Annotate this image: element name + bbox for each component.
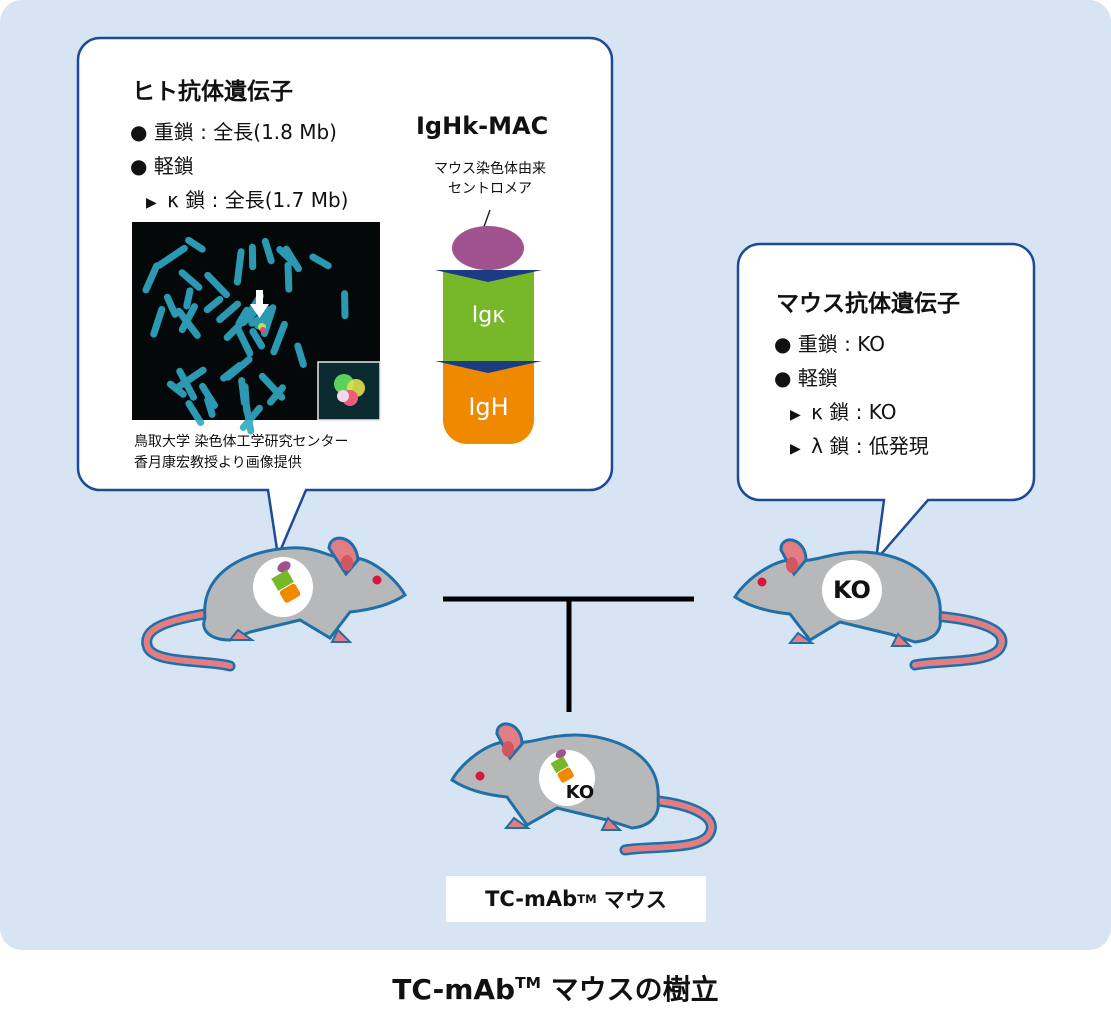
- chromosome-shape: [216, 300, 242, 324]
- chromosome-shape: [258, 372, 286, 401]
- mouse-gene-bubble: [736, 242, 1036, 564]
- chromosome-shape: [248, 243, 257, 271]
- bullet-icon: ●: [130, 154, 148, 178]
- triangle-right-icon: ▶: [790, 441, 801, 457]
- chromosome-shape: [199, 382, 218, 410]
- igh-segment: [443, 364, 534, 444]
- image-credit-line-2: 香月康宏教授より画像提供: [134, 455, 302, 471]
- mouse-light-chain: ● 軽鎖: [774, 366, 838, 390]
- chromosome-shape: [204, 271, 230, 299]
- chromosome-shape: [239, 308, 259, 327]
- ko-badge-right: [822, 560, 882, 620]
- chromosome-shape: [233, 248, 245, 286]
- knockout-mouse: [732, 538, 1008, 671]
- chromosome-shape: [203, 295, 224, 314]
- chromosome-shape: [166, 380, 187, 398]
- bullet-icon: ●: [774, 332, 792, 356]
- chromosome-shape: [239, 404, 263, 431]
- chromosome-shape: [176, 367, 198, 401]
- triangle-right-icon: ▶: [790, 407, 801, 423]
- igh-label: IgH: [468, 393, 509, 421]
- chromosome-shape: [185, 236, 206, 253]
- bullet-icon: ●: [774, 366, 792, 390]
- chromosome-shape: [183, 287, 194, 310]
- mac-schematic: [435, 209, 542, 444]
- bullet-icon: ●: [130, 120, 148, 144]
- chromosome-shape: [142, 262, 161, 294]
- human-heavy-chain: ● 重鎖 : 全長(1.8 Mb): [130, 120, 337, 144]
- centromere-label-line-2: セントロメア: [448, 181, 532, 197]
- mac-title: IgHk-MAC: [416, 112, 549, 140]
- chromosome-shape: [235, 306, 251, 327]
- chromosome-shape: [276, 246, 299, 268]
- igk-segment: [443, 272, 534, 364]
- cross-connector: [443, 596, 694, 712]
- chromosome-shape: [163, 293, 179, 318]
- chromosome-shape: [178, 269, 203, 291]
- chromosome-shape: [284, 261, 293, 293]
- chromosome-shape: [270, 320, 288, 356]
- mouse-gene-title: マウス抗体遺伝子: [776, 291, 960, 317]
- mouse-lambda-chain: ▶ λ 鎖 : 低発現: [790, 434, 929, 458]
- chromosome-shape: [248, 311, 270, 327]
- chromosome-shape: [341, 290, 349, 320]
- image-credit-line-1: 鳥取大学 染色体工学研究センター: [134, 434, 349, 450]
- human-light-chain: ● 軽鎖: [130, 154, 194, 178]
- ko-label-offspring: KO: [565, 782, 595, 803]
- chromosome-shape: [261, 237, 275, 265]
- chromosome-shape: [294, 342, 307, 368]
- chromosome-shape: [178, 303, 198, 334]
- mouse-kappa-chain: ▶ κ 鎖 : KO: [790, 400, 897, 424]
- chromosome-shape: [235, 326, 254, 357]
- fish-chromosome-image: [132, 222, 381, 435]
- chromosome-shape: [204, 396, 216, 418]
- tc-mab-mouse: [450, 722, 717, 856]
- triangle-right-icon: ▶: [146, 195, 157, 211]
- ko-label-right: KO: [833, 576, 871, 604]
- chromosome-shape: [249, 328, 266, 350]
- centromere-label-line-1: マウス染色体由来: [434, 161, 546, 177]
- chromosome-shape: [309, 253, 332, 270]
- human-kappa-chain: ▶ κ 鎖 : 全長(1.7 Mb): [146, 188, 349, 212]
- chromosome-shape: [150, 305, 166, 338]
- figure-title: TC-mAbTM マウスの樹立: [392, 973, 719, 1006]
- centromere-shape: [452, 226, 524, 270]
- chromosome-shape: [155, 244, 188, 269]
- chromosome-shape: [185, 400, 205, 426]
- mouse-heavy-chain: ● 重鎖 : KO: [774, 332, 886, 356]
- igk-label: Igκ: [471, 303, 506, 328]
- human-antibody-mouse: [141, 536, 408, 672]
- arrow-down-icon: [250, 290, 269, 318]
- chromosome-shape: [224, 355, 253, 381]
- human-gene-title: ヒト抗体遺伝子: [132, 79, 293, 105]
